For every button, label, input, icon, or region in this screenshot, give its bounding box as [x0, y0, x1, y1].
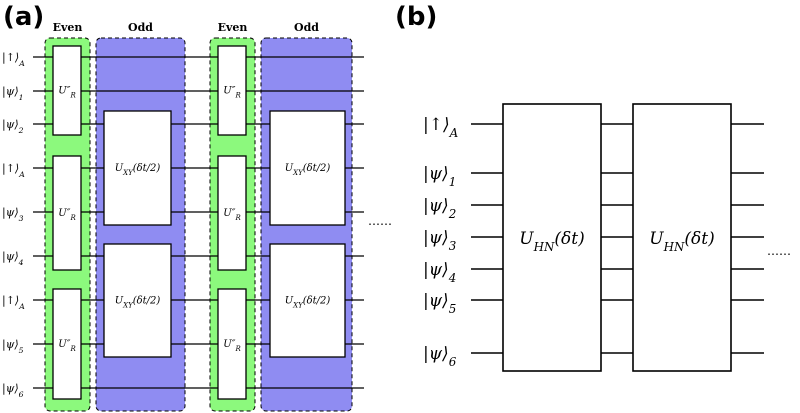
qubit-label: |↑⟩A: [423, 115, 458, 140]
qubit-label: |↑⟩A: [2, 162, 25, 179]
qubit-label: |ψ⟩4: [423, 260, 456, 285]
qubit-label: |ψ⟩1: [2, 85, 24, 102]
uhn-gate: [632, 103, 732, 372]
qubit-label: |ψ⟩6: [423, 344, 457, 369]
qubit-label: |ψ⟩5: [423, 291, 456, 316]
qubit-label: |ψ⟩6: [2, 382, 24, 399]
odd-gate-uxy: [103, 110, 172, 226]
uhn-gate: [502, 103, 602, 372]
odd-gate-uxy: [269, 243, 346, 358]
even-gate-ur: [52, 45, 82, 136]
column-header: Even: [218, 21, 248, 34]
even-gate-ur: [217, 45, 247, 136]
odd-gate-label: UXY(δt/2): [285, 163, 331, 177]
qubit-label: |↑⟩A: [2, 294, 25, 311]
panel-b: (b) |↑⟩A |ψ⟩1 |ψ⟩2 |ψ⟩3 |ψ⟩4 |ψ⟩5 |ψ⟩6 UHN(δt) UH…: [395, 2, 791, 372]
column-header: Odd: [294, 21, 319, 34]
qubit-label: |ψ⟩1: [423, 164, 456, 189]
qubit-label: |ψ⟩3: [2, 206, 24, 223]
even-gate-label: U″R: [223, 339, 241, 353]
odd-gate-uxy: [103, 243, 172, 358]
odd-gate-uxy: [269, 110, 346, 226]
odd-gate-label: UXY(δt/2): [115, 296, 161, 310]
qubit-label: |ψ⟩5: [2, 338, 24, 355]
panel-a-label: (a): [3, 2, 44, 32]
odd-gate-label: UXY(δt/2): [285, 296, 331, 310]
even-gate-label: U″R: [223, 86, 241, 100]
column-header: Odd: [128, 21, 153, 34]
uhn-gate-label: UHN(δt): [519, 229, 584, 254]
even-gate-ur: [52, 288, 82, 400]
even-gate-ur: [217, 288, 247, 400]
even-gate-label: U″R: [58, 339, 76, 353]
column-header: Even: [53, 21, 83, 34]
odd-gate-label: UXY(δt/2): [115, 163, 161, 177]
qubit-label: |ψ⟩3: [423, 228, 456, 253]
qubit-label: |↑⟩A: [2, 51, 25, 68]
panel-b-label: (b): [395, 2, 437, 32]
panel-a: (a) Even Odd Even Odd |↑⟩A |ψ⟩1 |ψ⟩2 |↑⟩A |ψ⟩3 |ψ⟩…: [2, 2, 392, 412]
even-gate-ur: [217, 155, 247, 271]
even-gate-ur: [52, 155, 82, 271]
continuation-dots: ……: [767, 244, 791, 258]
uhn-gate-label: UHN(δt): [649, 229, 714, 254]
even-gate-label: U″R: [58, 208, 76, 222]
qubit-label: |ψ⟩4: [2, 250, 24, 267]
even-gate-label: U″R: [58, 86, 76, 100]
continuation-dots: ……: [368, 214, 392, 228]
even-gate-label: U″R: [223, 208, 241, 222]
qubit-label: |ψ⟩2: [423, 196, 456, 221]
qubit-label: |ψ⟩2: [2, 118, 24, 135]
